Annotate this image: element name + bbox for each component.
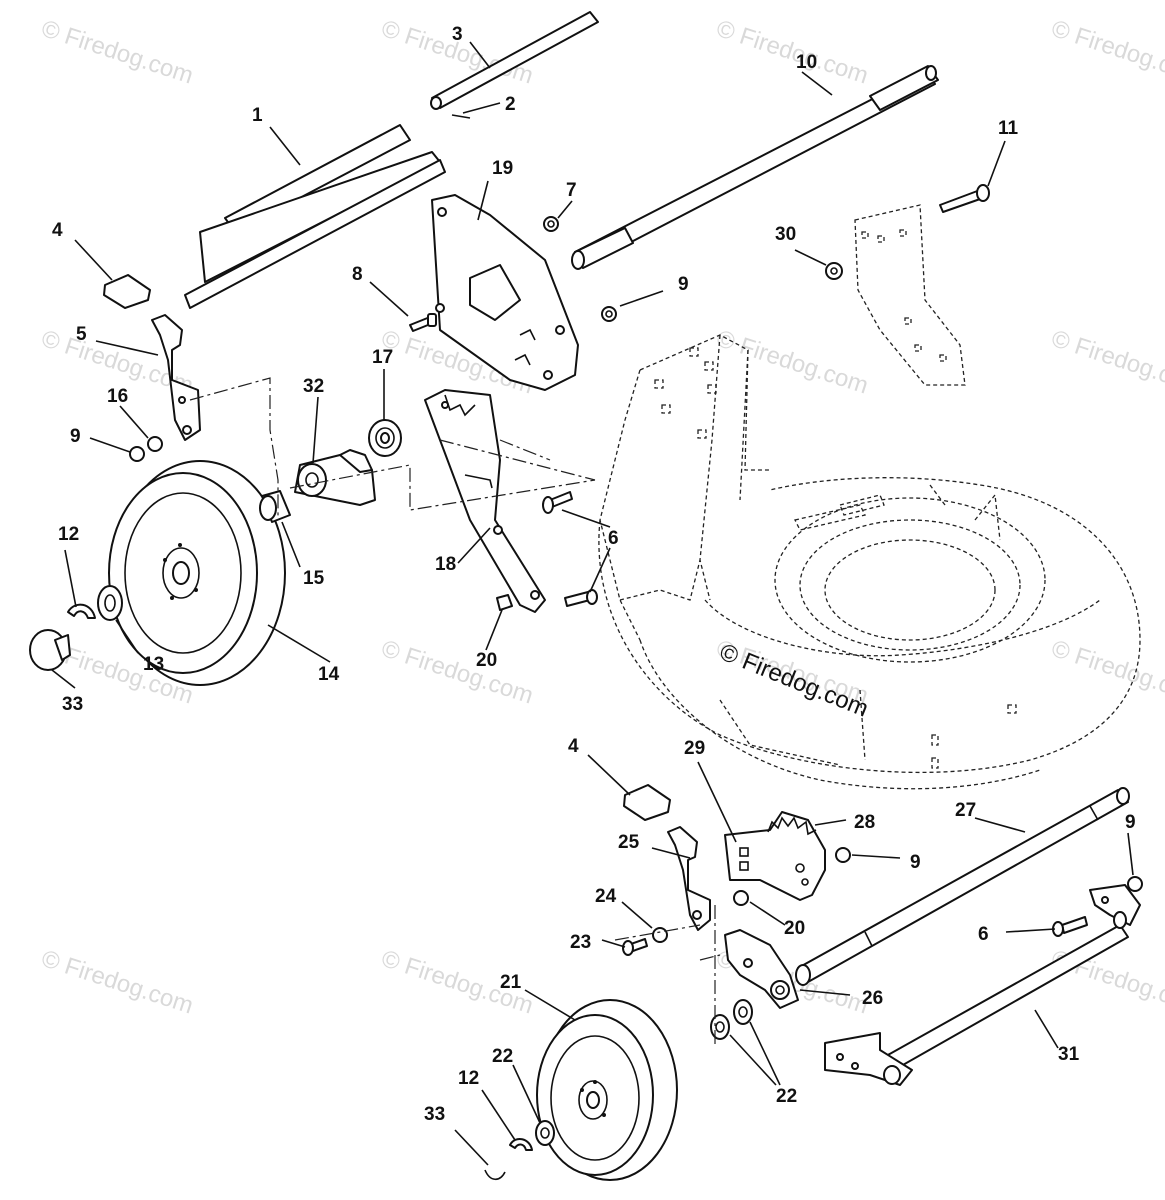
pivot-bracket — [431, 194, 579, 391]
callout-12: 12 — [58, 524, 79, 545]
callout-2: 2 — [505, 94, 516, 115]
bushing — [259, 490, 291, 523]
callout-33: 33 — [424, 1104, 445, 1125]
handle-bracket-dotted — [854, 204, 966, 386]
callout-16: 16 — [107, 386, 128, 407]
front-axle — [795, 787, 1130, 986]
callout-30: 30 — [775, 224, 796, 245]
sector-plate — [724, 811, 826, 901]
callout-20: 20 — [476, 650, 497, 671]
spacer-right — [652, 927, 668, 943]
callout-1: 1 — [252, 105, 263, 126]
pin — [451, 114, 471, 119]
callout-9: 9 — [910, 852, 921, 873]
callout-4: 4 — [568, 736, 579, 757]
wheel-bracket — [294, 449, 376, 506]
callout-14: 14 — [318, 664, 340, 685]
callout-29: 29 — [684, 738, 705, 759]
adjust-lever-right — [667, 826, 711, 931]
callout-31: 31 — [1058, 1044, 1080, 1065]
nut-28 — [835, 847, 851, 863]
callout-9: 9 — [678, 274, 689, 295]
callout-32: 32 — [303, 376, 324, 397]
watermark-text: © Firedog.com — [38, 945, 196, 1019]
height-plate — [424, 389, 546, 613]
callout-22: 22 — [776, 1086, 797, 1107]
leader-lines — [51, 41, 1134, 1166]
callout-20: 20 — [784, 918, 805, 939]
wheel-hardware-right — [484, 1120, 555, 1181]
callout-15: 15 — [303, 568, 325, 589]
wheel-hardware-left — [29, 585, 123, 671]
spacer-left — [147, 436, 163, 452]
callout-9: 9 — [1125, 812, 1136, 833]
bolt-6-lower — [1052, 916, 1088, 937]
cap-lower — [623, 784, 671, 821]
callout-11: 11 — [998, 118, 1019, 139]
watermark-text: © Firedog.com — [1048, 635, 1165, 709]
callout-4: 4 — [52, 220, 63, 241]
callout-6: 6 — [608, 528, 619, 549]
callout-24: 24 — [595, 886, 617, 907]
callout-33: 33 — [62, 694, 83, 715]
callout-19: 19 — [492, 158, 513, 179]
callout-21: 21 — [500, 972, 522, 993]
axle-bracket — [724, 929, 799, 1009]
callout-27: 27 — [955, 800, 976, 821]
callout-12: 12 — [458, 1068, 479, 1089]
callout-25: 25 — [618, 832, 640, 853]
watermark-text: © Firedog.com — [1048, 15, 1165, 89]
washers-lower — [710, 999, 753, 1040]
callout-6: 6 — [978, 924, 989, 945]
callout-22: 22 — [492, 1046, 513, 1067]
callout-23: 23 — [570, 932, 591, 953]
watermark-text: © Firedog.com — [713, 15, 871, 89]
height-adjust-plate — [184, 124, 446, 309]
bearing — [368, 419, 402, 457]
axle-frame — [824, 876, 1143, 1086]
rod — [430, 11, 599, 110]
callout-18: 18 — [435, 554, 456, 575]
watermark-text: © Firedog.com — [713, 325, 871, 399]
nut-left — [129, 446, 145, 462]
callout-8: 8 — [352, 264, 363, 285]
watermark-text: © Firedog.com — [38, 15, 196, 89]
alignment-lines-upper — [189, 377, 596, 520]
nut-20-lower — [733, 890, 749, 906]
callout-9: 9 — [70, 426, 81, 447]
bolts-upper — [496, 491, 598, 611]
callout-5: 5 — [76, 324, 87, 345]
adjust-lever-left — [151, 314, 201, 441]
bolt-right — [622, 938, 648, 956]
cap-upper — [103, 274, 151, 309]
callout-labels: 1 2 3 4 4 5 6 6 7 8 9 9 9 9 10 11 12 12 … — [52, 24, 1136, 1125]
callout-28: 28 — [854, 812, 875, 833]
small-hardware — [409, 184, 990, 332]
callout-10: 10 — [796, 52, 817, 73]
watermark-text: © Firedog.com — [378, 635, 536, 709]
callout-3: 3 — [452, 24, 463, 45]
callout-13: 13 — [143, 654, 164, 675]
watermark-text: © Firedog.com — [1048, 325, 1165, 399]
alignment-lines-lower — [614, 905, 721, 1045]
axle-shaft — [571, 65, 939, 270]
callout-7: 7 — [566, 180, 577, 201]
front-wheel — [536, 999, 678, 1181]
callout-17: 17 — [372, 347, 393, 368]
mower-deck — [598, 334, 1141, 790]
callout-26: 26 — [862, 988, 883, 1009]
rear-wheel — [108, 460, 286, 686]
